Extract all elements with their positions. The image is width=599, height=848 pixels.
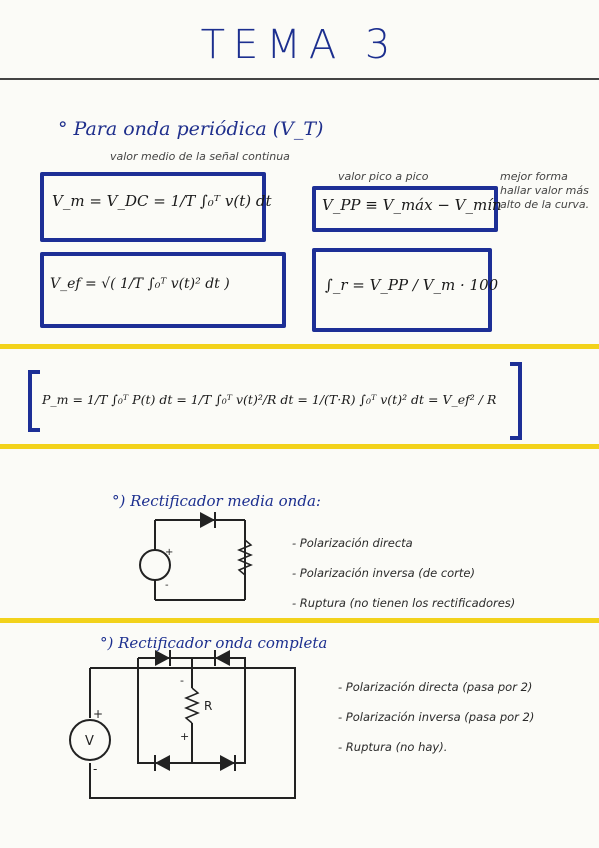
yellow-divider-2 [0, 444, 599, 449]
svg-text:R: R [204, 699, 212, 713]
full-wave-item-1: - Polarización directa (pasa por 2) [338, 680, 533, 694]
left-bracket [28, 370, 40, 432]
vm-formula: V_m = V_DC = 1/T ∫₀ᵀ v(t) dt [52, 192, 272, 210]
page-title: TEMA 3 [200, 22, 399, 68]
source-circle [139, 549, 171, 581]
vef-formula: V_ef = √( 1/T ∫₀ᵀ v(t)² dt ) [50, 276, 230, 292]
vm-formula-box [40, 172, 266, 242]
svg-text:V: V [85, 734, 94, 749]
fr-formula: ∫_r = V_PP / V_m · 100 [325, 276, 499, 294]
yellow-divider-3 [0, 618, 599, 623]
vef-formula-box [40, 252, 286, 328]
resistor-symbol [237, 539, 253, 576]
vpp-formula: V_PP ≡ V_máx − V_mín [322, 196, 502, 214]
svg-text:+: + [93, 707, 103, 721]
half-wave-circuit: + - [139, 512, 253, 601]
note-mejor-forma: mejor forma hallar valor más alto de la … [500, 170, 590, 211]
full-wave-item-2: - Polarización inversa (pasa por 2) [338, 710, 535, 724]
svg-text:+: + [165, 547, 173, 558]
svg-text:-: - [93, 762, 97, 776]
full-wave-heading: °) Rectificador onda completa [100, 634, 328, 652]
vpp-formula-box [312, 186, 498, 232]
note-valor-medio: valor medio de la señal continua [110, 150, 290, 163]
yellow-divider-1 [0, 344, 599, 349]
svg-text:-: - [180, 674, 184, 687]
half-wave-item-1: - Polarización directa [292, 536, 413, 550]
note-valor-pico: valor pico a pico [338, 170, 429, 183]
title-underline [0, 78, 599, 80]
half-wave-heading: °) Rectificador media onda: [112, 492, 321, 510]
fr-formula-box [312, 248, 492, 332]
half-wave-item-3: - Ruptura (no tienen los rectificadores) [292, 596, 516, 610]
svg-text:+: + [180, 730, 189, 743]
full-wave-circuit: V + - R - + [69, 650, 296, 799]
v-source-circle [69, 719, 111, 761]
full-wave-item-3: - Ruptura (no hay). [338, 740, 448, 754]
right-bracket [510, 362, 522, 440]
power-formula: P_m = 1/T ∫₀ᵀ P(t) dt = 1/T ∫₀ᵀ v(t)²/R … [42, 392, 497, 407]
diode-symbol [200, 512, 215, 528]
svg-text:-: - [165, 580, 169, 591]
half-wave-item-2: - Polarización inversa (de corte) [292, 566, 475, 580]
intro-heading: ° Para onda periódica (V_T) [58, 118, 324, 140]
